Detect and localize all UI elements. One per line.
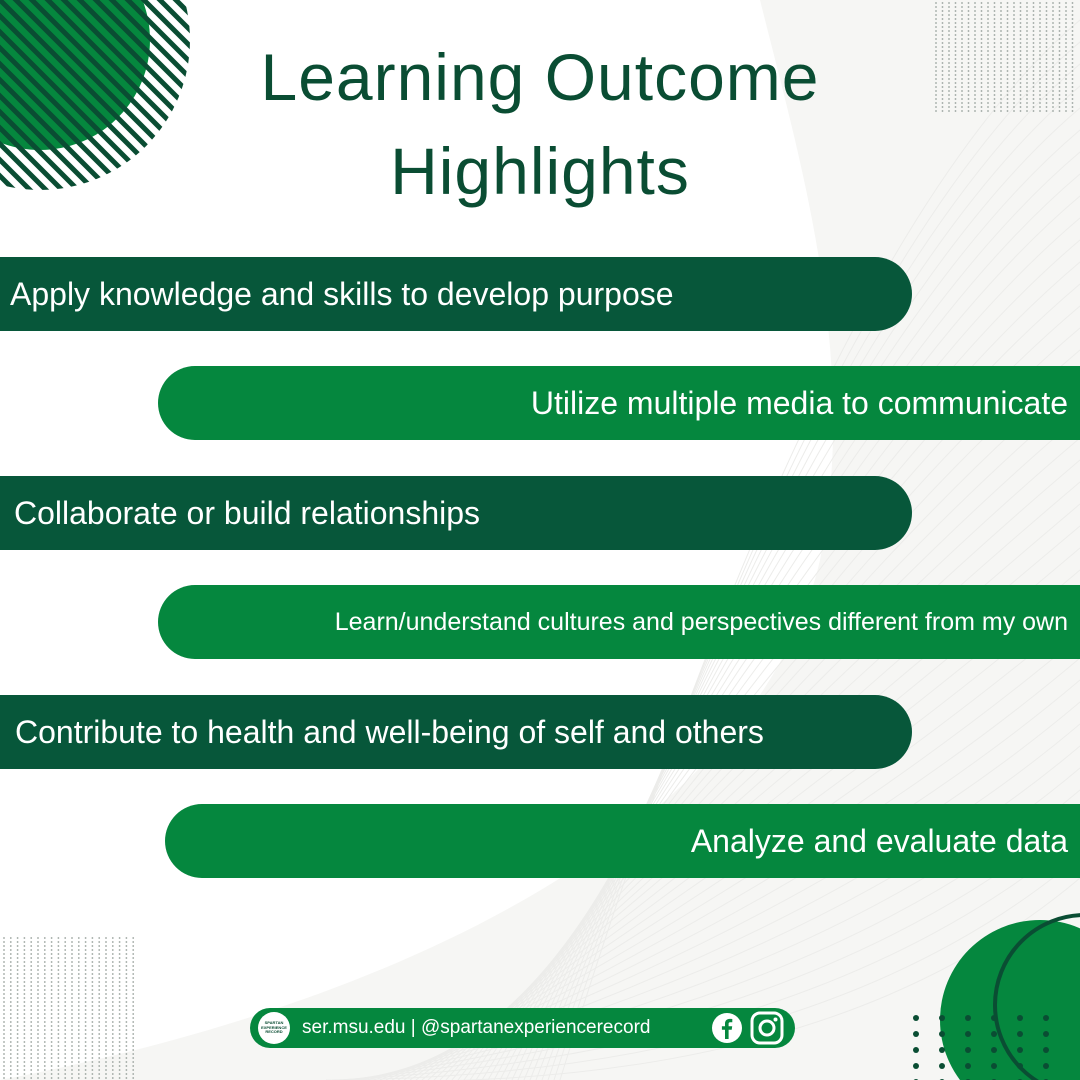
logo-line-2: EXPERIENCE [261,1024,287,1030]
logo-line-3: RECORD [265,1029,283,1035]
title-line-2: Highlights [390,134,690,208]
social-icons [711,1011,787,1045]
outcome-label: Analyze and evaluate data [690,822,1068,859]
outcome-health-wellbeing: Contribute to health and well-being of s… [0,695,912,769]
page-title: Learning Outcome Highlights [160,30,920,218]
footer-contact-bar: SPARTAN EXPERIENCE RECORD ser.msu.edu | … [250,1008,795,1048]
outcome-label: Utilize multiple media to communicate [530,384,1068,421]
logo-line-1: SPARTAN [264,1020,284,1026]
outcome-cultures-perspectives: Learn/understand cultures and perspectiv… [158,585,1080,659]
decorative-circles-bottom-right [913,913,1080,1080]
contact-text[interactable]: ser.msu.edu | @spartanexperiencerecord [302,1017,651,1038]
outcome-apply-knowledge: Apply knowledge and skills to develop pu… [0,257,912,331]
spartan-experience-record-logo: SPARTAN EXPERIENCE RECORD [258,1012,290,1044]
outcome-collaborate: Collaborate or build relationships [0,476,912,550]
instagram-icon[interactable] [747,1011,787,1045]
outcome-label: Apply knowledge and skills to develop pu… [10,275,674,312]
outcome-multiple-media: Utilize multiple media to communicate [158,366,1080,440]
outcome-label: Learn/understand cultures and perspectiv… [334,607,1068,636]
title-line-1: Learning Outcome [260,40,820,114]
facebook-icon[interactable] [711,1012,743,1044]
decorative-striped-circle [0,0,190,190]
decorative-dot-grid-top-right [935,2,1074,112]
outcome-label: Contribute to health and well-being of s… [15,713,764,750]
outcome-label: Collaborate or build relationships [14,494,481,531]
outcome-analyze-data: Analyze and evaluate data [165,804,1080,878]
decorative-dot-grid-bottom-left [3,937,135,1079]
